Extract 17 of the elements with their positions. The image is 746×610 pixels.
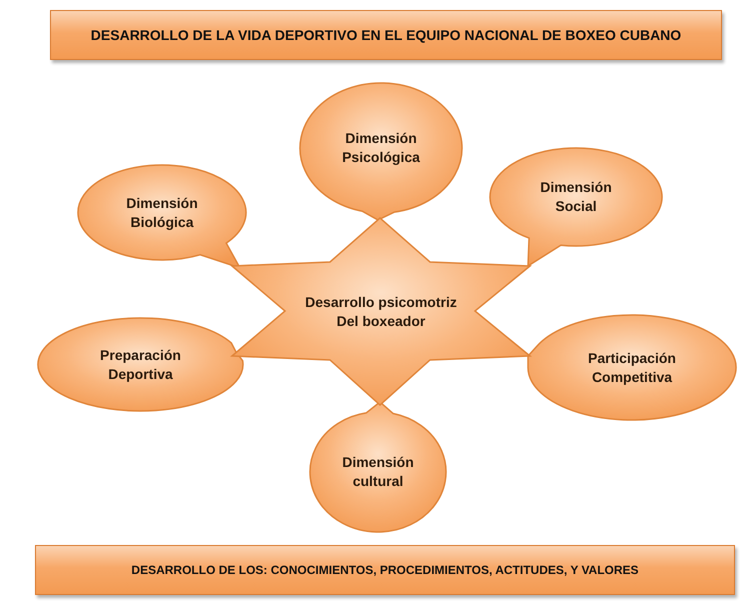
banner [35,545,735,595]
speech-bubble [38,318,243,411]
speech-bubble [300,83,462,220]
speech-bubble [528,315,736,420]
bubble-label: Preparación Deportiva [99,346,182,384]
banner-label: DESARROLLO DE LA VIDA DEPORTIVO EN EL EQUIPO NACIONAL DE BOXEO CUBANO [90,26,682,44]
speech-bubble [310,402,446,532]
bubble-label: Dimensión cultural [341,453,415,491]
speech-bubble [78,165,246,268]
banner [50,10,722,60]
bubble-label: Dimensión Social [539,178,613,216]
bubble-label: Dimensión Biológica [125,194,199,232]
bubble-label: Participación Competitiva [587,348,677,386]
center-label: Desarrollo psicomotriz Del boxeador [304,292,458,330]
speech-bubble [490,148,662,266]
bubble-label: Dimensión Psicológica [341,129,421,167]
banner-label: DESARROLLO DE LOS: CONOCIMIENTOS, PROCEDIMIENTOS, ACTITUDES, Y VALORES [131,562,639,578]
